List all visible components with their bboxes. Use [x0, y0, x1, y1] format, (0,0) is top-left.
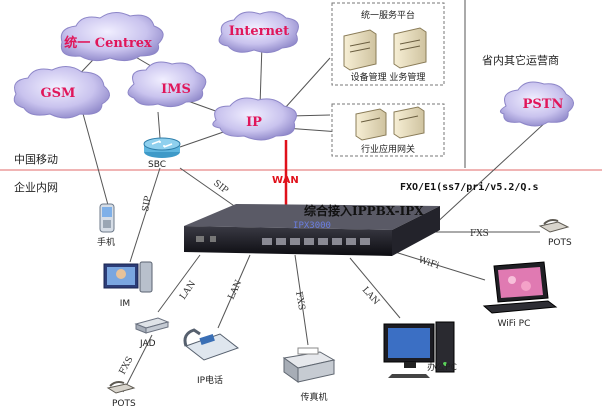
- endpoint-label-wifi-pc: WiFi PC: [498, 319, 531, 329]
- label-lan-1: LAN: [178, 279, 198, 302]
- label-lan-pc: LAN: [360, 285, 381, 307]
- label-wifi: WiFi: [417, 255, 440, 271]
- device-ports: [262, 238, 370, 245]
- label-fxs-fax: FXS: [293, 291, 306, 311]
- endpoint-label-mobile: 手机: [97, 236, 115, 248]
- cloud-centrex-label: 统一 Centrex: [64, 35, 152, 51]
- label-sip-upper: SIP: [141, 195, 154, 212]
- sbc-label: SBC: [148, 160, 166, 170]
- cloud-internet: Internet: [218, 11, 299, 54]
- cloud-pstn-label: PSTN: [523, 97, 564, 112]
- label-wan: WAN: [272, 175, 299, 186]
- industry-gateway-box: 行业应用网关: [331, 103, 445, 157]
- endpoint-label-fax: 传真机: [300, 391, 327, 403]
- cloud-gsm-label: GSM: [41, 86, 76, 101]
- device-title: 综合接入IPPBX-IPX: [304, 203, 424, 218]
- connection-lines: [69, 41, 549, 393]
- server-icon: [393, 27, 427, 69]
- label-fxs-pots: FXS: [470, 229, 489, 239]
- cloud-internet-label: Internet: [229, 24, 289, 39]
- device-model-label: IPX3000: [293, 221, 331, 231]
- zone-label-other-carriers: 省内其它运营商: [482, 53, 559, 67]
- endpoint-label-im: IM: [120, 299, 130, 309]
- server-icon: [393, 106, 425, 139]
- pots-phone-icon: [106, 381, 136, 394]
- office-pc-icon: [383, 321, 455, 378]
- endpoint-label-jad: JAD: [139, 339, 156, 349]
- ippbx-device: IPX3000: [184, 204, 440, 256]
- server-icon: [343, 29, 377, 71]
- im-computer-icon: [103, 261, 153, 293]
- endpoint-label-ip-phone: IP电话: [197, 374, 223, 386]
- mobile-phone-icon: [99, 203, 115, 233]
- label-lan-2: LAN: [227, 278, 245, 301]
- cloud-centrex: 统一 Centrex: [60, 12, 164, 62]
- cloud-ip-label: IP: [246, 115, 262, 130]
- label-fxo-e1: FXO/E1(ss7/pri/v5.2/Q.s: [400, 181, 538, 193]
- label-sip-lower: SIP: [211, 178, 230, 196]
- endpoint-label-office-pc: 办公PC: [427, 361, 457, 373]
- cloud-ip: IP: [212, 97, 297, 141]
- fax-machine-icon: [282, 347, 336, 383]
- wifi-laptop-icon: [482, 261, 558, 314]
- cloud-ims: IMS: [127, 61, 207, 108]
- service-platform-title: 统一服务平台: [361, 9, 415, 21]
- zone-label-china-mobile: 中国移动: [14, 153, 58, 166]
- cloud-ims-label: IMS: [161, 82, 191, 97]
- cloud-gsm: GSM: [13, 66, 110, 119]
- service-platform-caption: 设备管理 业务管理: [351, 71, 426, 83]
- sbc-router-icon: [143, 137, 181, 158]
- zone-label-enterprise: 企业内网: [14, 180, 58, 194]
- jad-gateway-icon: [134, 317, 170, 334]
- endpoint-label-pots-right: POTS: [548, 238, 572, 248]
- endpoint-label-pots-left: POTS: [112, 399, 136, 409]
- service-platform-box: 统一服务平台 设备管理 业务管理: [331, 2, 445, 86]
- ip-phone-icon: [183, 328, 240, 361]
- server-icon: [355, 108, 387, 141]
- pots-phone-icon: [538, 219, 570, 233]
- industry-gateway-label: 行业应用网关: [361, 143, 415, 155]
- cloud-pstn: PSTN: [500, 81, 574, 127]
